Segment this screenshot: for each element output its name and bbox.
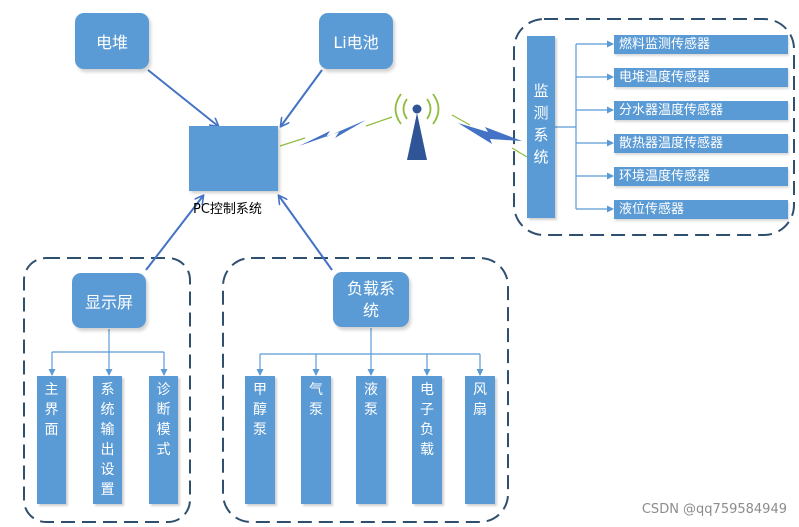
load-child-fan: 风扇: [465, 376, 495, 504]
load-child-liquid-pump: 液泵: [356, 376, 386, 504]
wireless-bolt-right-icon: [458, 123, 522, 144]
load-system-node: 负载系统: [333, 272, 409, 327]
arrow-stack-to-pc: [147, 69, 218, 126]
antenna-icon: [394, 93, 440, 160]
sensor-item: 燃料监测传感器: [614, 35, 788, 54]
monitor-system-label: 监测系统: [533, 82, 549, 166]
monitor-group-border: [513, 18, 795, 236]
load-child-label: 液泵: [364, 382, 378, 418]
pc-monitor-icon: [189, 126, 278, 191]
load-system-label: 负载系统: [346, 278, 395, 320]
load-child-electronic-load: 电子负载: [412, 376, 442, 504]
load-child-methanol-pump: 甲醇泵: [245, 376, 275, 504]
sensor-item: 分水器温度传感器: [614, 101, 788, 120]
display-child-output-settings: 系统输出设置: [93, 376, 122, 504]
display-child-label: 诊断模式: [156, 382, 171, 458]
display-child-diagnostic-mode: 诊断模式: [149, 376, 178, 504]
sensor-item: 环境温度传感器: [614, 167, 788, 186]
fuel-cell-stack-node: 电堆: [75, 13, 149, 69]
load-child-label: 甲醇泵: [253, 382, 267, 438]
monitor-system-node: 监测系统: [527, 36, 555, 218]
load-child-label: 风扇: [473, 382, 487, 418]
display-child-label: 系统输出设置: [100, 382, 115, 498]
li-battery-node: Li电池: [319, 13, 393, 69]
sensor-item: 液位传感器: [614, 200, 788, 219]
watermark: CSDN @qq759584949: [641, 502, 787, 517]
arrow-load-to-pc: [279, 196, 333, 271]
load-child-label: 气泵: [309, 382, 323, 418]
sensor-item: 散热器温度传感器: [614, 134, 788, 153]
load-child-air-pump: 气泵: [301, 376, 331, 504]
arrow-battery-to-pc: [281, 69, 323, 126]
pc-control-label: PC控制系统: [193, 202, 262, 217]
display-child-main-screen: 主界面: [37, 376, 66, 504]
sensor-item: 电堆温度传感器: [614, 68, 788, 87]
display-node: 显示屏: [72, 273, 146, 328]
load-group-border: [222, 257, 509, 523]
arrow-display-to-pc: [145, 196, 203, 271]
load-child-label: 电子负载: [420, 382, 434, 458]
display-group-border: [23, 257, 191, 523]
wireless-bolt-left-icon: [299, 120, 366, 146]
display-child-label: 主界面: [44, 382, 59, 438]
